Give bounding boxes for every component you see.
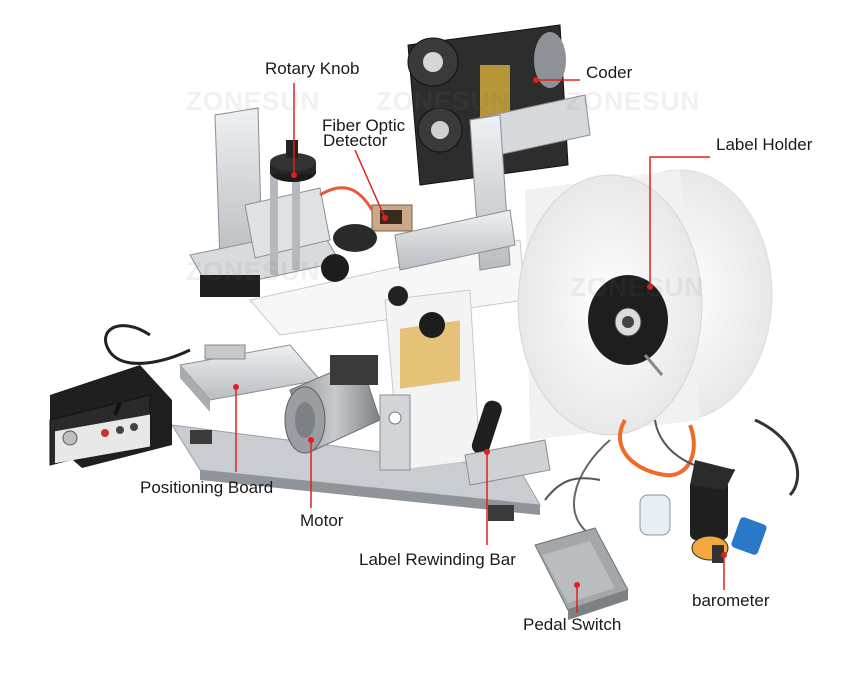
label-fiber-optic-line1: Fiber Optic (322, 116, 406, 135)
label-roll (517, 169, 773, 440)
label-coder: Coder (586, 63, 633, 82)
fiber-optic-detector (319, 186, 413, 232)
rollers (321, 224, 445, 338)
label-motor: Motor (300, 511, 344, 530)
motor (284, 355, 381, 454)
watermark: ZONESUN (376, 86, 511, 116)
barometer (639, 460, 767, 563)
air-hose (544, 418, 799, 541)
control-box (49, 324, 191, 468)
label-rotary-knob: Rotary Knob (265, 59, 360, 78)
callout-leaders (233, 77, 727, 613)
coder-unit (394, 24, 591, 271)
label-fiber-optic-line2: Detector (323, 131, 388, 150)
positioning-board (179, 344, 321, 412)
watermark: ZONESUN (186, 86, 321, 116)
label-positioning-board: Positioning Board (140, 478, 274, 497)
watermark: ZONESUN (186, 256, 321, 286)
main-frame (189, 107, 341, 297)
label-label-holder: Label Holder (716, 135, 813, 154)
label-barometer: barometer (692, 591, 770, 610)
label-label-rewinding-bar: Label Rewinding Bar (359, 550, 516, 569)
watermark: ZONESUN (570, 272, 705, 302)
label-pedal-switch: Pedal Switch (523, 615, 622, 634)
pedal-switch (534, 527, 629, 620)
watermark: ZONESUN (566, 86, 701, 116)
rotary-knob (270, 140, 316, 182)
